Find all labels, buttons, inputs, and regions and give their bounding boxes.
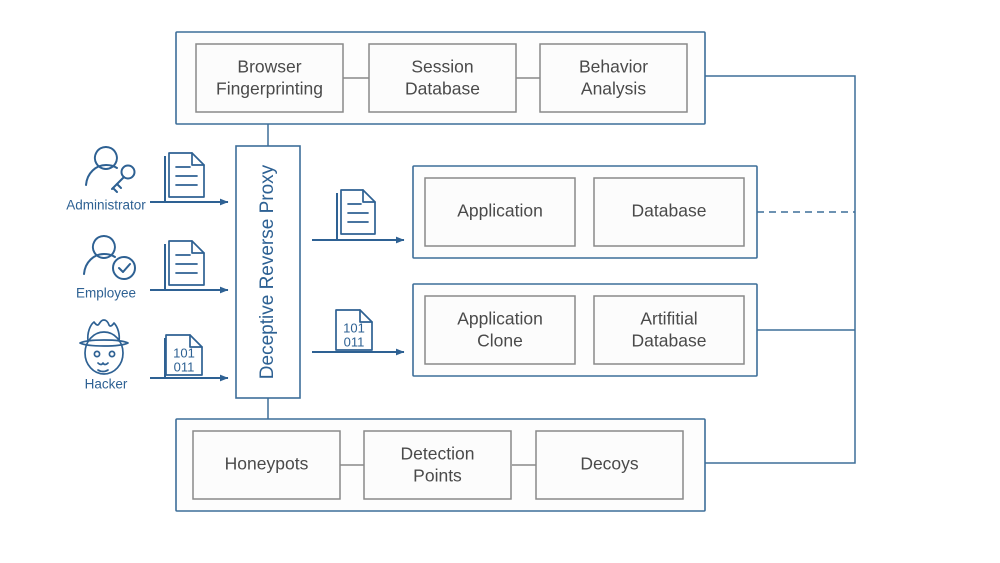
box-database[interactable]: Database [593, 177, 745, 247]
document-binary-icon: 101 011 [165, 334, 203, 376]
binary-line2: 011 [344, 334, 365, 349]
box-label-line2: Points [413, 466, 462, 486]
box-label-line2: Database [405, 79, 480, 99]
document-lines-icon [168, 240, 205, 286]
proxy-label: Deceptive Reverse Proxy [257, 164, 278, 379]
user-check-icon [83, 235, 136, 280]
actor-hacker[interactable]: Hacker [79, 319, 129, 392]
actor-label: Administrator [66, 198, 146, 213]
box-label-line1: Artifitial [640, 309, 697, 329]
box-session-database[interactable]: Session Database [368, 43, 517, 113]
binary-line1: 101 [173, 345, 195, 360]
box-label-line1: Session [411, 57, 473, 77]
box-label-line1: Detection [401, 444, 475, 464]
flow-hacker-request: 101 011 [150, 334, 229, 382]
production-panel[interactable]: Application Database [412, 165, 758, 259]
document-binary-icon: 101 011 [335, 309, 373, 351]
actor-label: Hacker [85, 377, 128, 392]
box-behavior-analysis[interactable]: Behavior Analysis [539, 43, 688, 113]
box-label-line1: Honeypots [225, 454, 309, 474]
box-label-line1: Database [632, 201, 707, 221]
document-lines-icon [340, 189, 376, 235]
box-honeypots[interactable]: Honeypots [192, 430, 341, 500]
box-artificial-database[interactable]: Artifitial Database [593, 295, 745, 365]
flow-employee-request [150, 240, 229, 294]
binary-line1: 101 [343, 320, 365, 335]
box-label-line2: Analysis [581, 79, 646, 99]
flow-administrator-request [150, 152, 229, 206]
user-key-icon [85, 146, 136, 193]
honeypot-panel[interactable]: Honeypots Detection Points Decoys [175, 418, 706, 512]
box-browser-fingerprinting[interactable]: Browser Fingerprinting [195, 43, 344, 113]
box-label-line2: Clone [477, 331, 523, 351]
fingerprinting-panel[interactable]: Browser Fingerprinting Session Database … [175, 31, 706, 125]
box-decoys[interactable]: Decoys [535, 430, 684, 500]
box-label-line1: Decoys [580, 454, 639, 474]
box-label-line1: Application [457, 309, 543, 329]
binary-line2: 011 [174, 359, 195, 374]
box-label-line2: Fingerprinting [216, 79, 323, 99]
box-application-clone[interactable]: Application Clone [424, 295, 576, 365]
deception-panel[interactable]: Application Clone Artifitial Database [412, 283, 758, 377]
actor-label: Employee [76, 286, 136, 301]
deceptive-reverse-proxy[interactable]: Deceptive Reverse Proxy [235, 145, 301, 399]
box-label-line1: Application [457, 201, 543, 221]
hacker-hat-icon [79, 319, 129, 375]
flow-deceptive-traffic: 101 011 [312, 309, 405, 356]
box-label-line1: Browser [237, 57, 301, 77]
right-bus-connector [705, 75, 856, 464]
flow-legitimate-traffic [312, 189, 405, 244]
actor-employee[interactable]: Employee [76, 235, 136, 301]
box-application[interactable]: Application [424, 177, 576, 247]
box-detection-points[interactable]: Detection Points [363, 430, 512, 500]
box-label-line2: Database [632, 331, 707, 351]
box-label-line1: Behavior [579, 57, 648, 77]
actor-administrator[interactable]: Administrator [66, 146, 146, 213]
document-lines-icon [168, 152, 205, 198]
